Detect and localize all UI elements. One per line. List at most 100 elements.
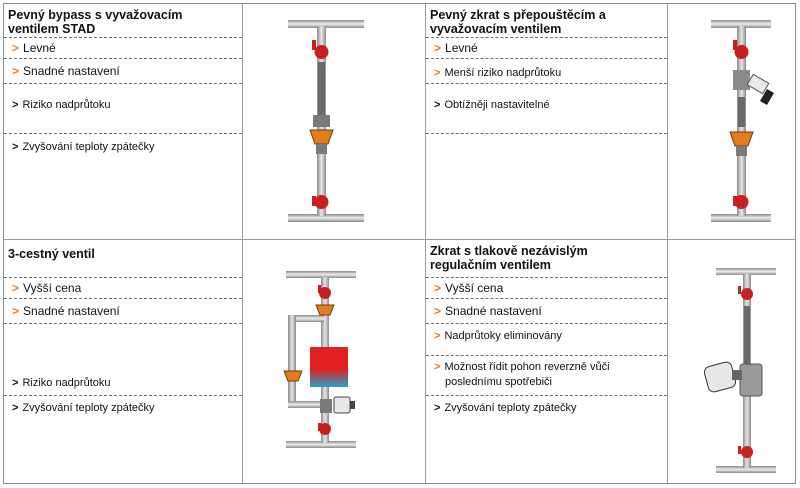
list-item: >Riziko nadprůtoku bbox=[12, 98, 111, 112]
supply-pipe bbox=[711, 20, 771, 28]
bullet-arrow: > bbox=[434, 361, 441, 373]
list-item-text: Snadné nastavení bbox=[23, 64, 120, 78]
supply-pipe bbox=[716, 268, 776, 275]
picv-valve-icon bbox=[703, 361, 763, 397]
stad-valve-icon bbox=[729, 131, 754, 156]
row-separator bbox=[4, 395, 242, 396]
list-item: >Zvyšování teploty zpátečky bbox=[12, 140, 155, 154]
three-way-valve-diagram bbox=[283, 271, 356, 448]
shutoff-valve-icon bbox=[733, 195, 749, 209]
shutoff-valve-icon bbox=[318, 285, 331, 299]
row-separator bbox=[426, 298, 667, 299]
row-separator bbox=[426, 83, 667, 84]
picv-diagram bbox=[703, 268, 776, 473]
row-separator bbox=[4, 298, 242, 299]
list-item-text: Zvyšování teploty zpátečky bbox=[22, 402, 155, 414]
bullet-arrow: > bbox=[434, 402, 441, 414]
three-way-valve-icon bbox=[320, 396, 355, 414]
bullet-arrow: > bbox=[434, 330, 441, 342]
cell-title: Pevný zkrat s přepouštěcím a vyvažovacím… bbox=[430, 8, 606, 36]
bullet-arrow: > bbox=[12, 377, 19, 389]
row-separator bbox=[4, 323, 242, 324]
list-item-text: Menší riziko nadprůtoku bbox=[444, 67, 562, 79]
list-item: >Levné bbox=[434, 41, 478, 55]
bullet-arrow: > bbox=[434, 281, 442, 295]
return-pipe bbox=[288, 214, 364, 222]
list-item-text: Zvyšování teploty zpátečky bbox=[444, 402, 577, 414]
list-item-text: Levné bbox=[23, 41, 56, 55]
shutoff-valve-icon bbox=[738, 446, 753, 458]
row-separator bbox=[4, 58, 242, 59]
grid-divider bbox=[667, 4, 668, 483]
bullet-arrow: > bbox=[12, 141, 19, 153]
cell-title-line: vyvažovacím ventilem bbox=[430, 22, 562, 36]
row-separator bbox=[4, 37, 242, 38]
bullet-arrow: > bbox=[12, 281, 20, 295]
cell-title-line: Zkrat s tlakově nezávislým bbox=[430, 244, 588, 258]
bullet-arrow: > bbox=[12, 64, 20, 78]
cell-title: Pevný bypass s vyvažovacím ventilem STAD bbox=[8, 8, 182, 36]
cell-title-line: Pevný bypass s vyvažovacím bbox=[8, 8, 183, 22]
list-item: >Snadné nastavení bbox=[12, 64, 120, 78]
list-item: >Riziko nadprůtoku bbox=[12, 376, 111, 390]
return-pipe bbox=[286, 441, 356, 448]
bullet-arrow: > bbox=[12, 99, 19, 111]
cell-title: Zkrat s tlakově nezávislým regulačním ve… bbox=[430, 244, 588, 272]
list-item: >Snadné nastavení bbox=[434, 304, 542, 318]
stad-valve-icon bbox=[309, 115, 334, 154]
bypass-pipe-section bbox=[318, 62, 325, 122]
list-item-text: Levné bbox=[445, 41, 478, 55]
shutoff-valve-icon bbox=[738, 286, 753, 300]
list-item-text: poslednímu spotřebiči bbox=[445, 376, 553, 388]
supply-pipe bbox=[288, 20, 364, 28]
list-item-text: Snadné nastavení bbox=[23, 304, 120, 318]
shutoff-valve-icon bbox=[318, 423, 331, 435]
row-separator bbox=[426, 58, 667, 59]
row-separator bbox=[4, 83, 242, 84]
shutoff-valve-icon bbox=[733, 40, 749, 59]
main-pipe-section bbox=[744, 306, 750, 366]
cell-title-line: regulačním ventilem bbox=[430, 258, 551, 272]
list-item: >Obtížněji nastavitelné bbox=[434, 98, 550, 112]
list-item: >Možnost řídit pohon reverzně vůči bbox=[434, 360, 610, 374]
bullet-arrow: > bbox=[434, 304, 442, 318]
list-item-text: Obtížněji nastavitelné bbox=[444, 99, 550, 111]
list-item: >Levné bbox=[12, 41, 56, 55]
list-item-text: Vyšší cena bbox=[445, 281, 504, 295]
balancing-valve-icon bbox=[283, 370, 303, 382]
list-item: >Vyšší cena bbox=[12, 281, 81, 295]
loop-pipe bbox=[288, 315, 296, 405]
bullet-arrow: > bbox=[434, 41, 442, 55]
row-separator bbox=[426, 355, 667, 356]
grid-divider bbox=[242, 4, 243, 483]
bullet-arrow: > bbox=[12, 41, 20, 55]
balancing-valve-icon bbox=[315, 304, 335, 316]
list-item-text: Snadné nastavení bbox=[445, 304, 542, 318]
list-item-text: Nadprůtoky eliminovány bbox=[444, 330, 562, 342]
supply-pipe bbox=[286, 271, 356, 278]
loop-pipe bbox=[288, 315, 324, 322]
grid-divider bbox=[4, 239, 795, 240]
bullet-arrow: > bbox=[12, 304, 20, 318]
list-item: >Zvyšování teploty zpátečky bbox=[434, 401, 577, 415]
bullet-arrow: > bbox=[434, 67, 441, 79]
row-separator bbox=[426, 323, 667, 324]
bypass-stad-diagram bbox=[288, 20, 364, 222]
return-pipe bbox=[716, 466, 776, 473]
row-separator bbox=[426, 133, 667, 134]
cell-title-line: ventilem STAD bbox=[8, 22, 96, 36]
cell-title-line: Pevný zkrat s přepouštěcím a bbox=[430, 8, 606, 22]
list-item: >Snadné nastavení bbox=[12, 304, 120, 318]
list-item-continuation: poslednímu spotřebiči bbox=[445, 375, 552, 389]
list-item-text: Riziko nadprůtoku bbox=[22, 99, 111, 111]
shutoff-valve-icon bbox=[312, 40, 329, 59]
cell-title-line: 3-cestný ventil bbox=[8, 247, 95, 261]
bullet-arrow: > bbox=[12, 402, 19, 414]
list-item: >Nadprůtoky eliminovány bbox=[434, 329, 562, 343]
row-separator bbox=[4, 277, 242, 278]
bullet-arrow: > bbox=[434, 99, 441, 111]
return-pipe bbox=[711, 214, 771, 222]
row-separator bbox=[426, 277, 667, 278]
row-separator bbox=[4, 133, 242, 134]
row-separator bbox=[426, 395, 667, 396]
